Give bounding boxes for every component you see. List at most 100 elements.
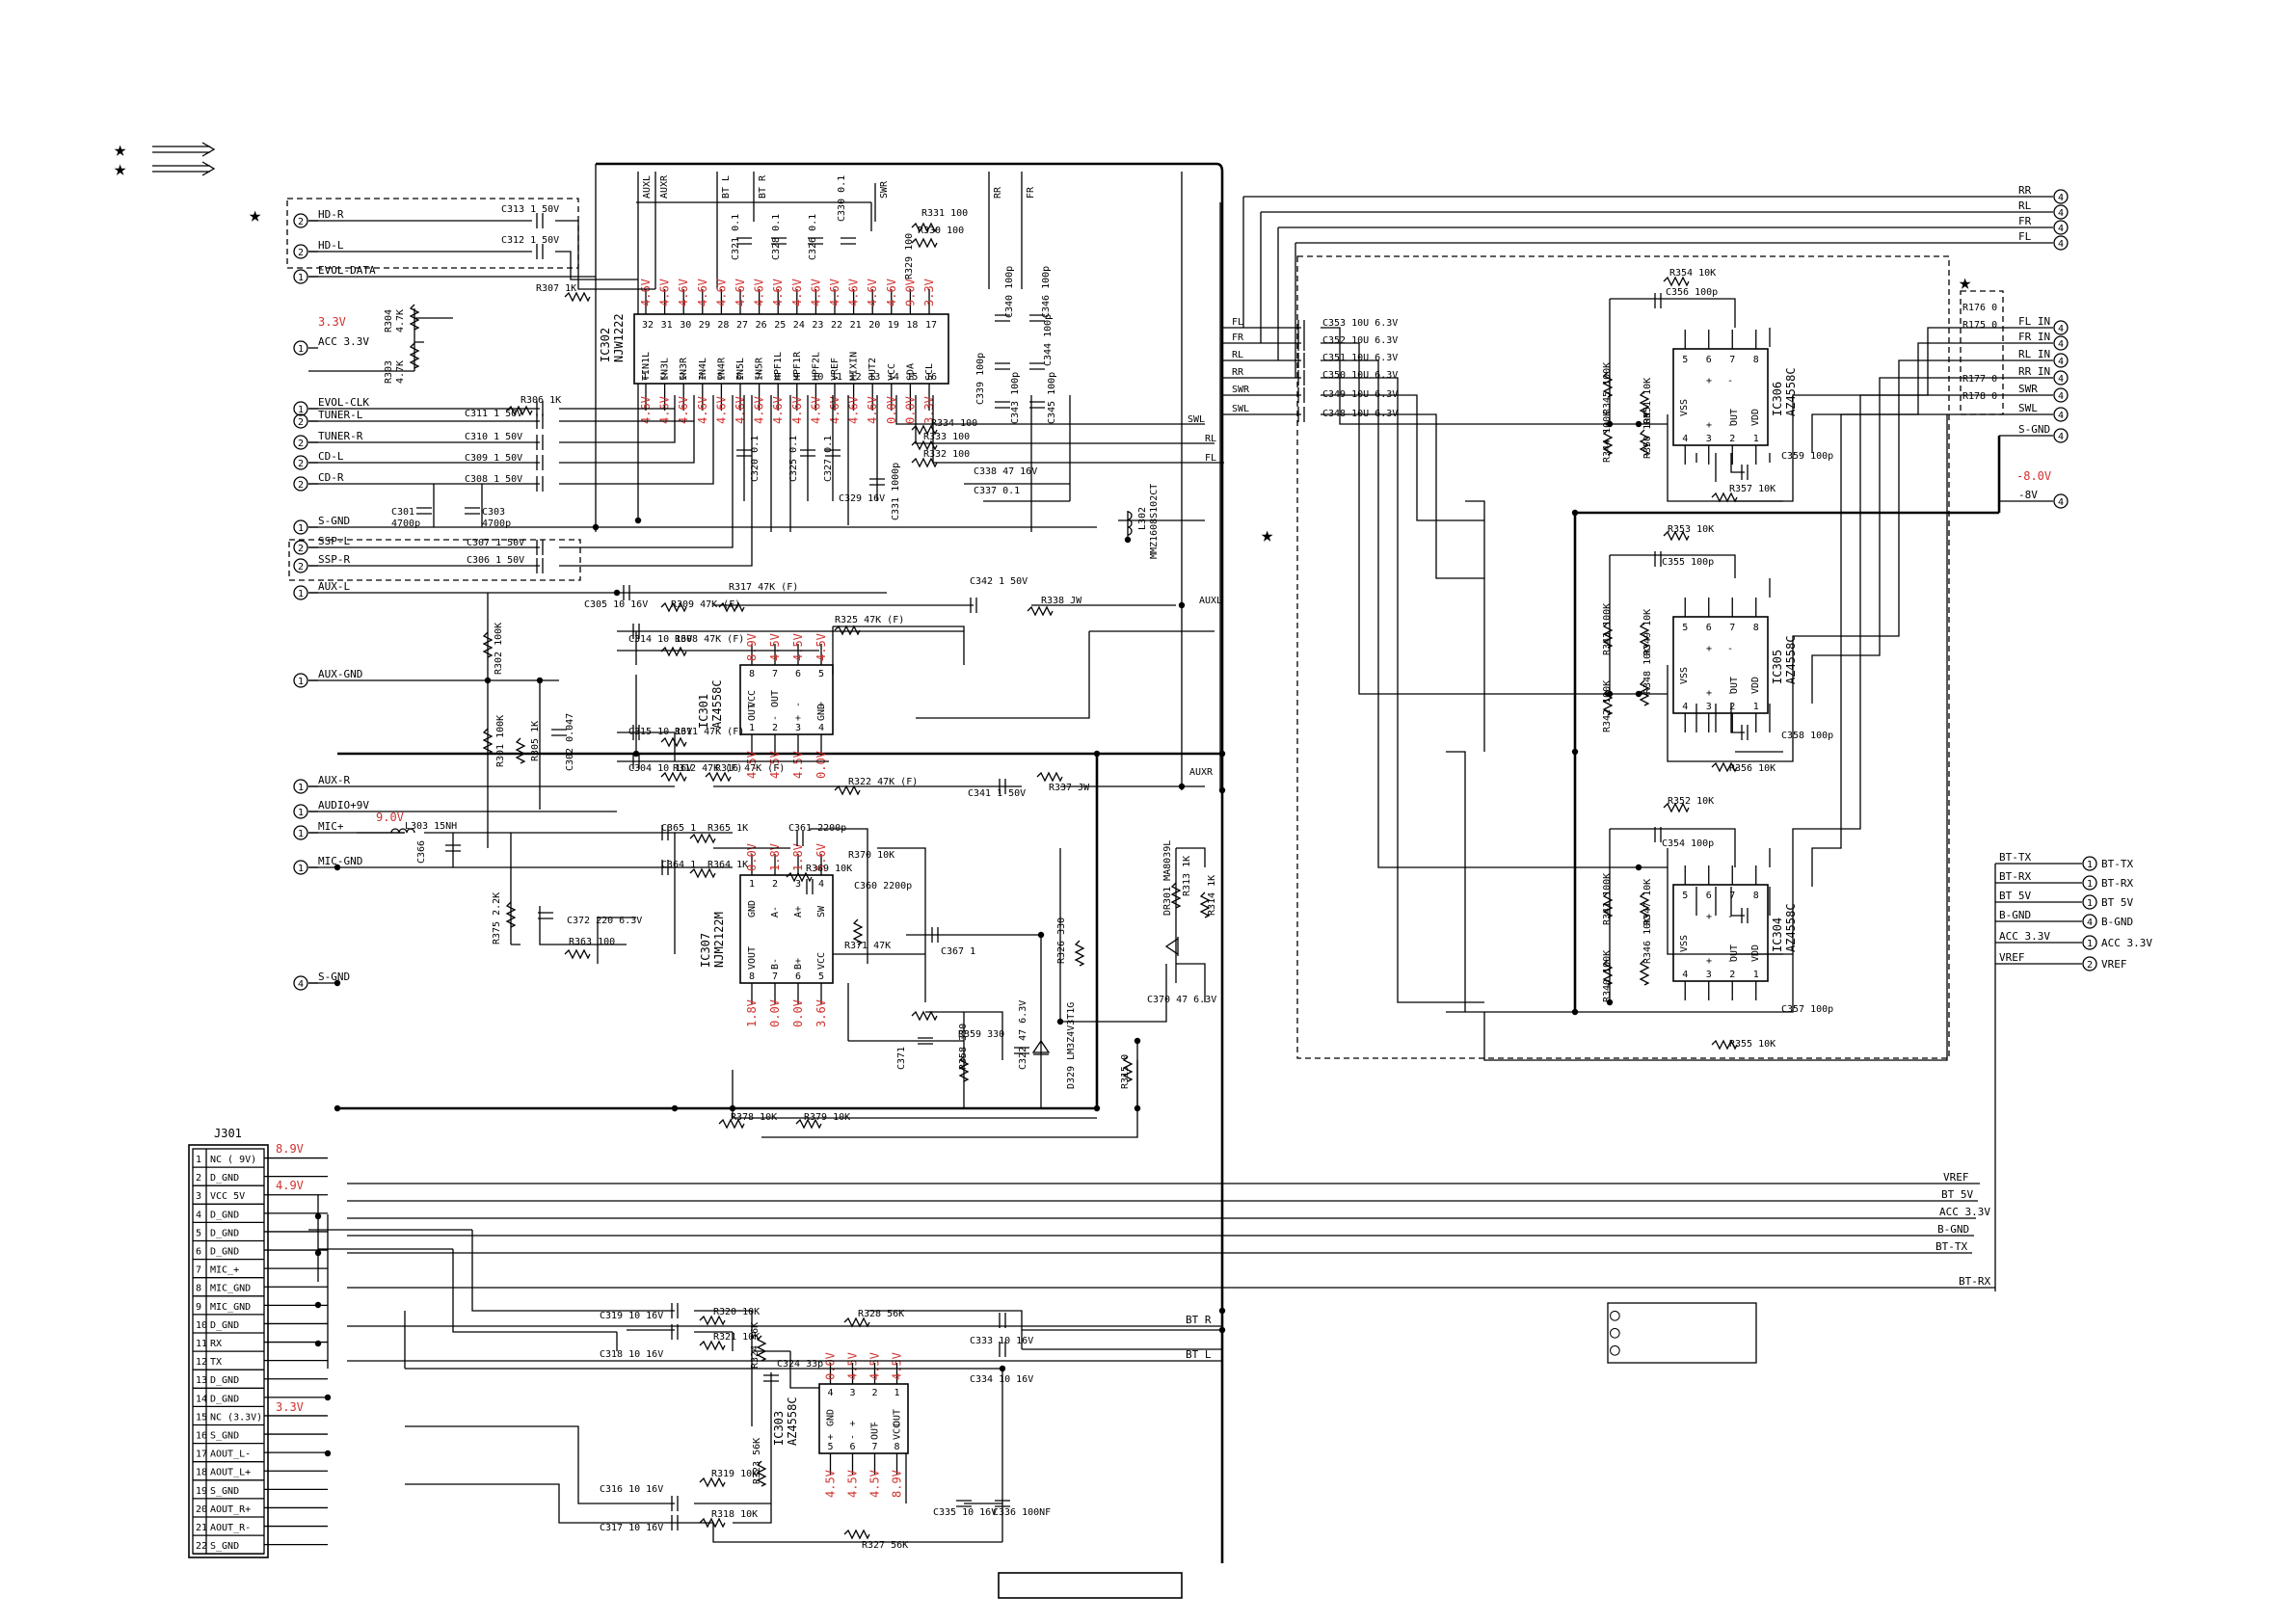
ic306-pin-name: + xyxy=(1706,420,1712,431)
ic302-bot-volt: 4.6V xyxy=(828,396,841,424)
right-port-label: SWR xyxy=(2018,383,2038,395)
j301-pin-name: S_GND xyxy=(210,1431,239,1442)
comp-c339: C339 100p xyxy=(975,353,986,405)
resistor-symbol xyxy=(852,918,864,945)
junction-dot xyxy=(536,677,544,684)
ic302-top-pin-num: 29 xyxy=(699,320,710,331)
resistor-symbol xyxy=(660,736,687,748)
ic305-body xyxy=(1672,616,1769,714)
ic304-top-pin-num: 7 xyxy=(1729,891,1735,901)
resistor-symbol xyxy=(506,405,533,416)
ic304-top-pin-num: 6 xyxy=(1706,891,1712,901)
ic302-top-volt: 4.6V xyxy=(771,279,785,306)
star-filter: ★ xyxy=(1261,523,1273,547)
capacitor-symbol xyxy=(671,1324,679,1340)
junction-dot xyxy=(634,517,642,524)
left-port-label: HD-R xyxy=(318,208,344,221)
comp-r303v: 4.7K xyxy=(395,360,406,384)
comp-r309: R309 47K (F) xyxy=(671,599,740,610)
net-label-top: AUXR xyxy=(659,174,670,199)
ic307-top-pin-name: A- xyxy=(770,906,781,918)
ic302-top-pin-name: IN5L xyxy=(735,358,746,381)
ic306-top-pin-num: 6 xyxy=(1706,355,1712,365)
capacitor-symbol xyxy=(1029,314,1045,322)
ic304-body xyxy=(1672,884,1769,982)
ic307-bot-volt: 3.6V xyxy=(814,999,828,1027)
comp-c305: C305 10 16V xyxy=(584,599,648,610)
junction-dot xyxy=(1571,748,1579,756)
bt-net-label: BT-RX xyxy=(1999,870,2031,883)
capacitor-symbol xyxy=(445,844,461,852)
ic302-bot-pin-num: 8 xyxy=(774,372,780,383)
left-port-label: AUX-R xyxy=(318,774,350,786)
comp-r346: R346 10K xyxy=(1642,918,1653,964)
left-port: 1 xyxy=(293,401,308,416)
ic303-bot-pin-name: VCC xyxy=(893,1423,903,1440)
ic302-top-volt: 4.6V xyxy=(828,279,841,306)
ic303-top-pin-num: 3 xyxy=(850,1388,856,1398)
j301-pin-name: NC ( 9V) xyxy=(210,1155,256,1165)
bt-port-num: 1 xyxy=(2087,939,2093,949)
resistor-symbol xyxy=(911,237,938,249)
right-port-label: FR xyxy=(2018,215,2032,227)
comp-c333: C333 10 16V xyxy=(970,1336,1033,1346)
comp-r365: R365 1K xyxy=(707,823,748,834)
ic302-bot-pin-num: 9 xyxy=(793,372,799,383)
comp-l302: L302 xyxy=(1137,507,1148,530)
junction-dot xyxy=(1606,998,1614,1006)
comp-c326: C326 0.1 xyxy=(808,214,818,260)
ic302: IC302 NJW1222 32TIN1L4.6V31IN3L4.6V30IN3… xyxy=(599,279,949,424)
ic307-top-pin-name: SW xyxy=(816,905,827,918)
ic302-bot-pin-num: 1 xyxy=(642,372,648,383)
ic304-pin-name: VSS xyxy=(1679,935,1690,952)
ic305-bot-pin-num: 3 xyxy=(1706,702,1712,712)
j301-pin-name: D_GND xyxy=(210,1210,239,1220)
capacitor-symbol xyxy=(1297,387,1305,403)
capacitor-symbol xyxy=(800,449,815,457)
resistor-symbol xyxy=(718,601,745,613)
ic301: IC301 AZ4558C 8VCC8.9V7OUT4.5V6-4.5V5+4.… xyxy=(697,633,834,779)
ic303-bot-pin-num: 8 xyxy=(894,1442,900,1452)
left-port: 2 xyxy=(293,558,308,573)
comp-c372: C372 220 6.3V xyxy=(567,916,642,926)
junction-dot xyxy=(729,1104,736,1112)
comp-c364: C364 1 xyxy=(661,860,696,870)
resistor-symbol xyxy=(1199,891,1211,918)
net-label-top: SWR xyxy=(879,180,890,199)
ic302-bot-pin-num: 11 xyxy=(831,372,842,383)
junction-dot xyxy=(1093,750,1101,758)
left-port-num: 1 xyxy=(298,783,304,793)
ic301-bot-pin-name: + xyxy=(793,715,804,721)
comp-c338: C338 47 16V xyxy=(974,466,1037,477)
j301-pin-num: 12 xyxy=(196,1357,207,1368)
legend-arrow-2 xyxy=(152,161,216,176)
ic302-top-volt: 4.6V xyxy=(639,279,653,306)
bt-net-label: BT-TX xyxy=(1999,851,2031,864)
ic302-bot-pin-num: 10 xyxy=(812,372,823,383)
ic302-top-pin-num: 17 xyxy=(925,320,937,331)
resistor-symbol xyxy=(1074,940,1085,967)
empty-label-box xyxy=(998,1572,1183,1599)
ic301-bot-volt: 4.5V xyxy=(745,751,759,779)
left-port: 2 xyxy=(293,455,308,470)
j301-pin-name: AOUT_L- xyxy=(210,1450,251,1460)
ic305-pin-name: - xyxy=(1727,644,1733,654)
j301-pin-name: MIC_GND xyxy=(210,1302,251,1313)
junction-dot xyxy=(334,864,341,871)
ic307-body xyxy=(739,874,834,984)
j301-pin-name: S_GND xyxy=(210,1486,239,1497)
comp-r326: R326 330 xyxy=(1056,918,1067,964)
comp-r351: R351 10K xyxy=(1642,378,1653,424)
ic302-bot-volt: 4.6V xyxy=(734,396,747,424)
comp-r302: R302 100K xyxy=(494,623,504,675)
net-label-mid: RL xyxy=(1232,350,1243,360)
ic302-bot-volt: 4.6V xyxy=(809,396,822,424)
comp-r304v: 4.7K xyxy=(395,309,406,333)
ic302-top-volt: 4.6V xyxy=(677,279,690,306)
ic302-bot-volt: 4.6V xyxy=(753,396,766,424)
ic302-top-volt: 4.6V xyxy=(714,279,728,306)
left-port-circle xyxy=(293,401,308,416)
ic303-bot-pin-num: 7 xyxy=(872,1442,878,1452)
left-port-label: SSP-L xyxy=(318,535,350,547)
